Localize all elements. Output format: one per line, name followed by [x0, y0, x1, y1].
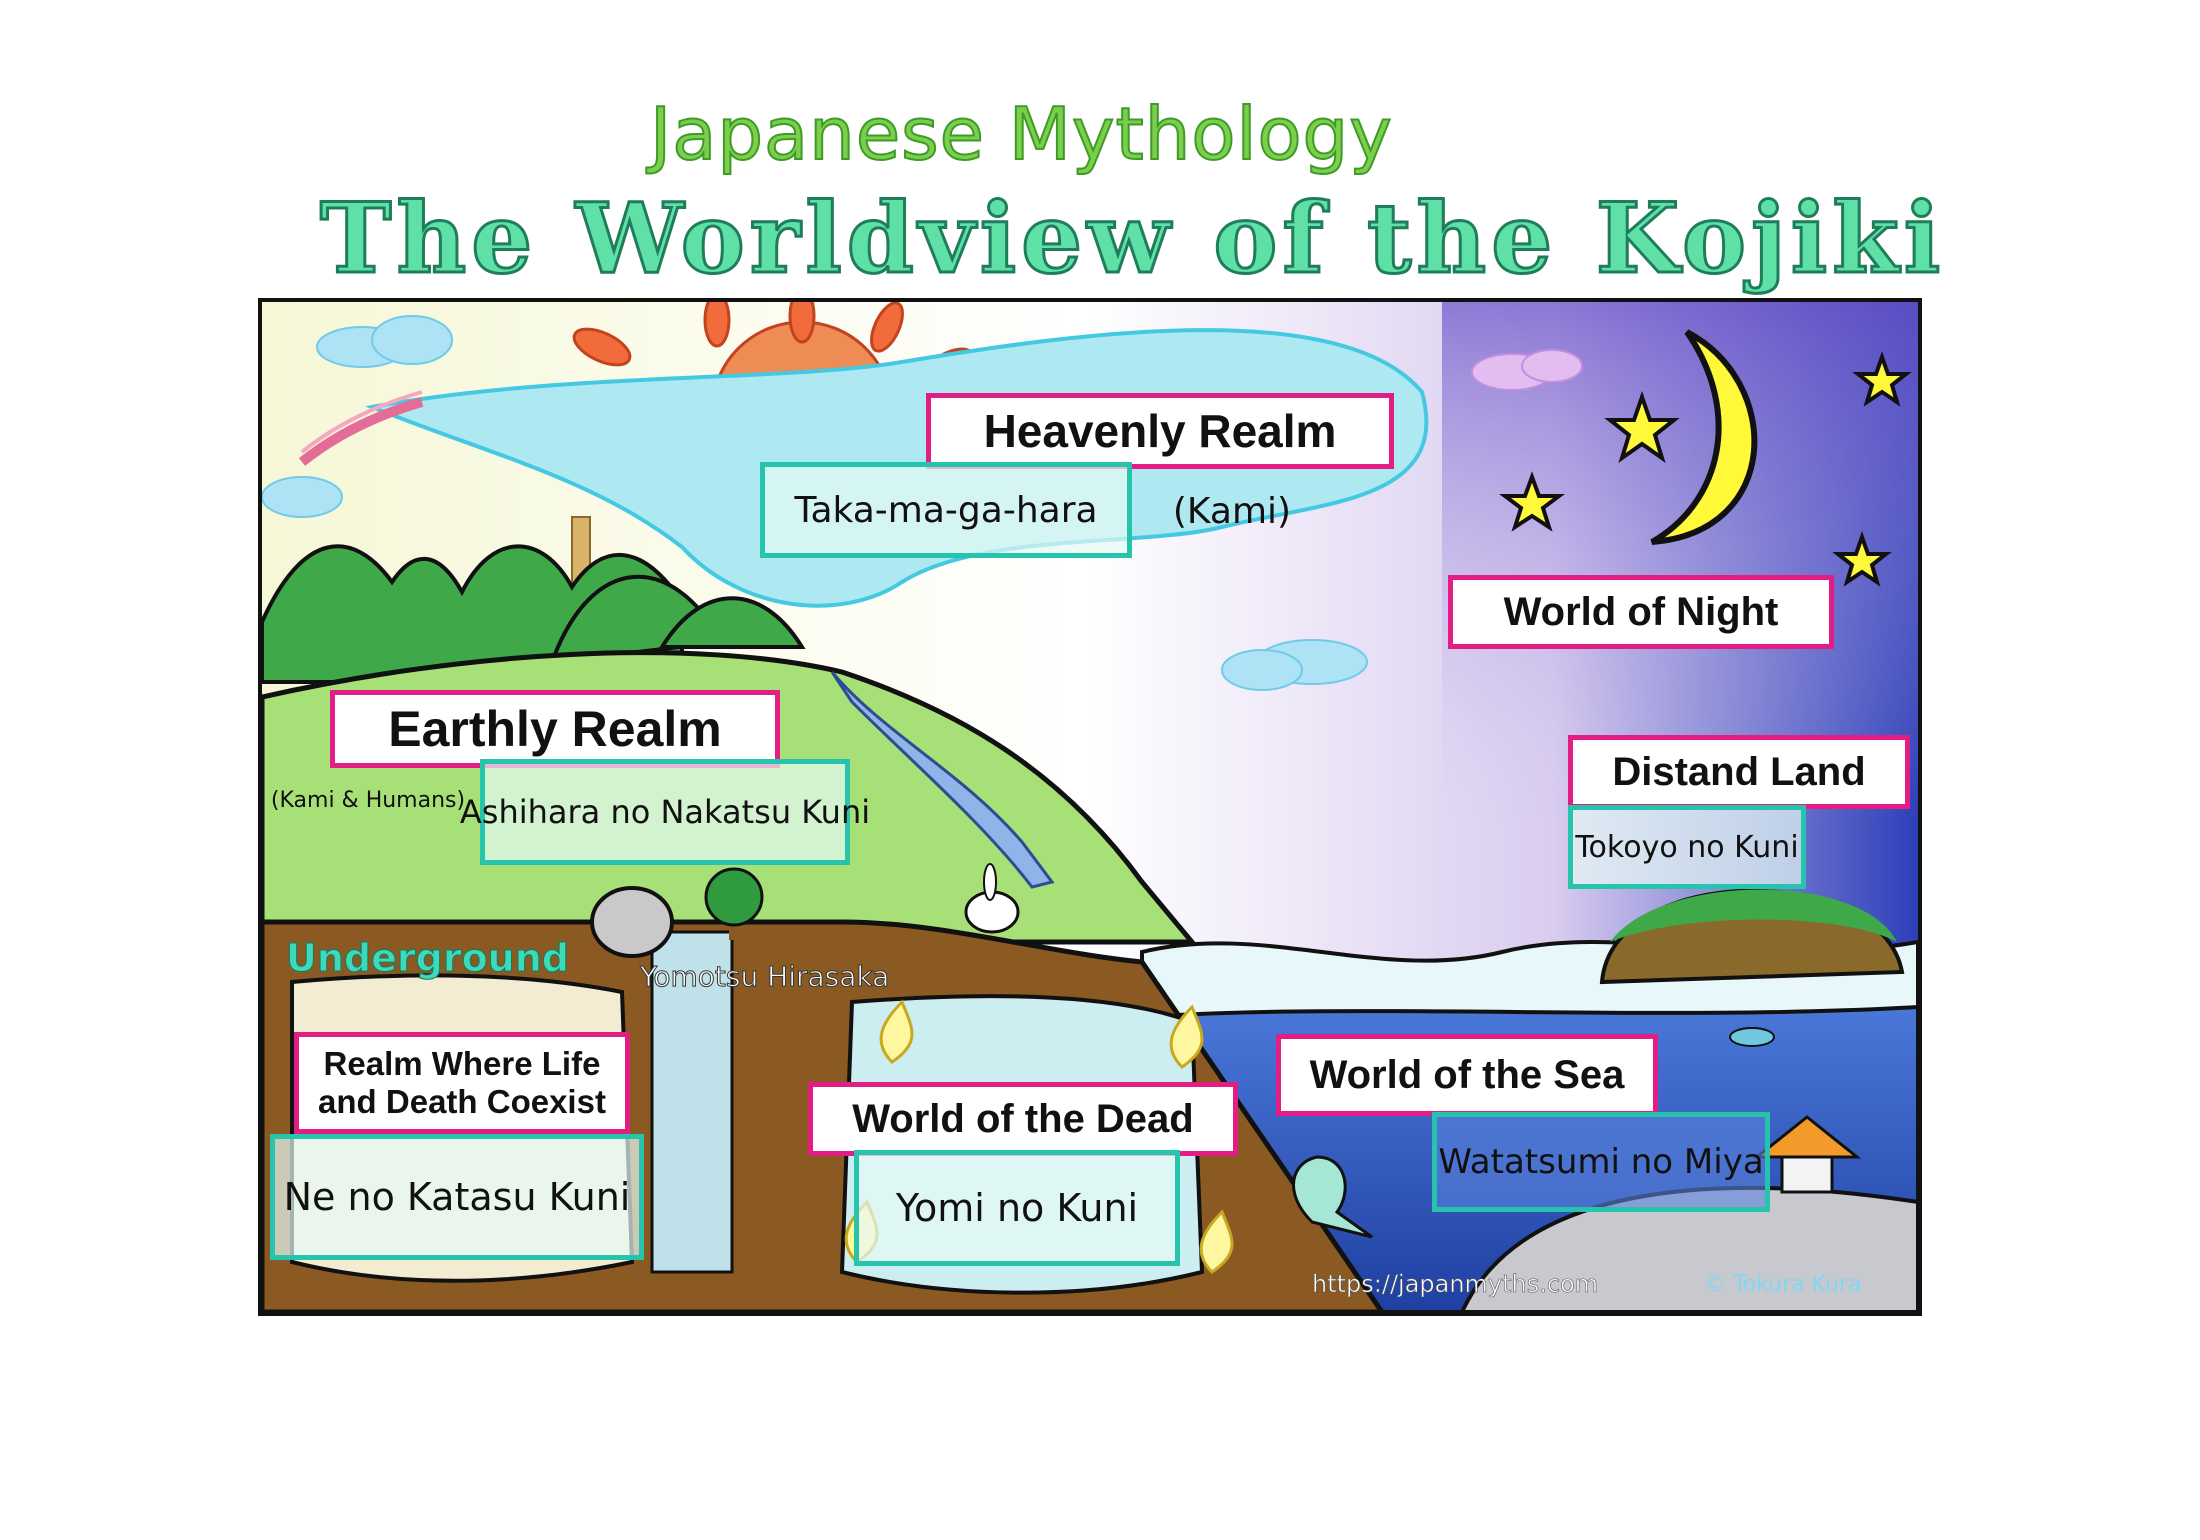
cloud-icon: [1471, 349, 1583, 391]
life-death-realm-label: Realm Where Life and Death Coexist: [294, 1032, 630, 1134]
heavenly-realm-label: Heavenly Realm: [926, 393, 1394, 469]
underground-label: Underground: [286, 936, 570, 981]
earthly-realm-note: (Kami & Humans): [270, 787, 466, 813]
mountains: [262, 544, 806, 684]
cloud-icon: [262, 315, 1368, 691]
river: [830, 671, 1055, 889]
diagram-title: The Worldview of the Kojiki: [319, 181, 1946, 297]
world-of-sea-native-name: Watatsumi no Miya: [1432, 1112, 1770, 1212]
earthly-realm-native-name: Ashihara no Nakatsu Kuni: [460, 759, 870, 865]
shrine-icon: [1752, 1115, 1862, 1194]
life-death-realm-native-name: Ne no Katasu Kuni: [270, 1134, 644, 1260]
waterfall: [650, 930, 734, 1274]
world-of-night-label: World of Night: [1448, 575, 1834, 649]
moon-icon: [1650, 329, 1758, 545]
world-of-dead-label: World of the Dead: [808, 1082, 1238, 1156]
earthly-realm-label: Earthly Realm: [330, 690, 780, 768]
heavenly-realm-native-name: Taka-ma-ga-hara: [760, 462, 1132, 558]
floating-bridge-icon: [298, 390, 424, 466]
yomotsu-hirasaka-label: Yomotsu Hirasaka: [639, 960, 890, 994]
source-url: https://japanmyths.com: [1312, 1270, 1599, 1299]
life-death-realm-label-line1: Realm Where Life: [323, 1045, 601, 1083]
illustration-frame: Heavenly Realm Taka-ma-ga-hara (Kami) Wo…: [258, 298, 1922, 1316]
world-of-dead-native-name: Yomi no Kuni: [854, 1150, 1180, 1266]
world-of-sea-label: World of the Sea: [1276, 1034, 1658, 1116]
star-icon: [1499, 350, 1912, 587]
ghost-icon: [1292, 1155, 1373, 1239]
distant-land-label: Distand Land: [1568, 735, 1910, 809]
rabbit-icon: [964, 863, 1020, 934]
boulder-icon: [590, 886, 674, 958]
life-death-realm-label-line2: and Death Coexist: [318, 1083, 606, 1120]
diagram-supertitle: Japanese Mythology: [649, 91, 1393, 177]
distant-land-native-name: Tokoyo no Kuni: [1568, 805, 1806, 889]
peach-tree-icon: [704, 867, 764, 940]
heavenly-realm-note: (Kami): [1172, 490, 1292, 532]
copyright-credit: © Tokura Kura: [1704, 1272, 1862, 1297]
